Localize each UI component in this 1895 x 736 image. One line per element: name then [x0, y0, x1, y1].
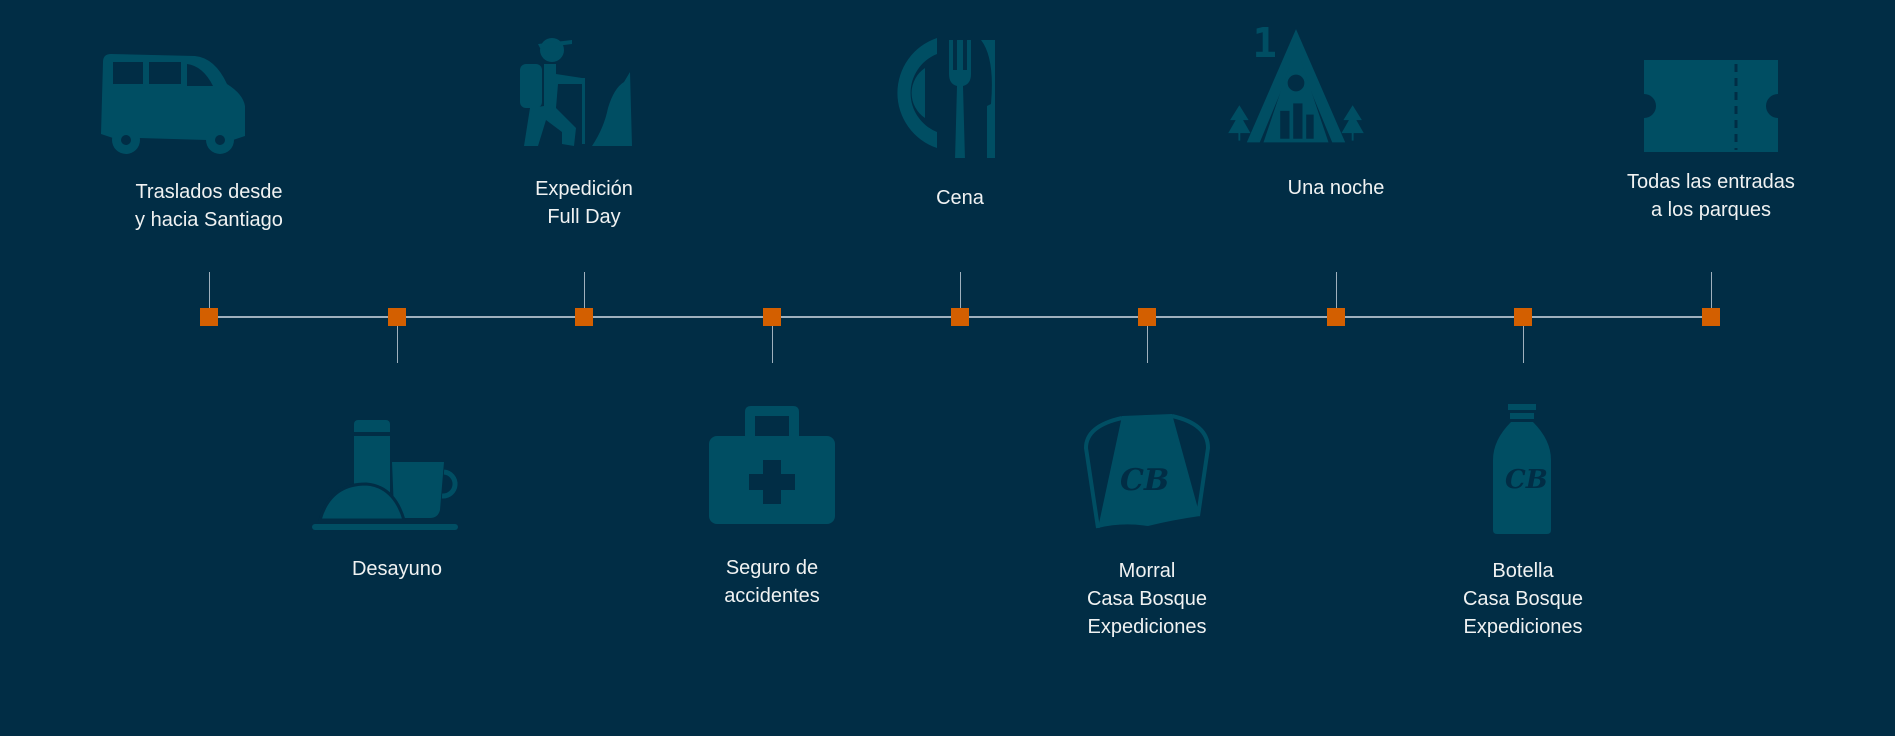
label-botella: Botella Casa Bosque Expediciones	[1462, 560, 1584, 638]
label-desayuno: Desayuno	[351, 558, 443, 580]
plate-cutlery-icon	[885, 28, 1035, 160]
timeline-marker	[951, 308, 969, 326]
timeline-marker	[1514, 308, 1532, 326]
hiker-icon	[496, 28, 646, 158]
tick	[1523, 318, 1524, 363]
logo-text: CB	[1505, 465, 1548, 495]
timeline-marker	[1327, 308, 1345, 326]
label-cena: Cena	[936, 187, 984, 209]
tick	[1711, 272, 1712, 317]
label-expedicion: Expedición Full Day	[535, 178, 633, 228]
van-icon	[95, 40, 245, 170]
label-traslados: Traslados desde y hacia Santiago	[135, 181, 283, 231]
tick	[1336, 272, 1337, 317]
timeline-marker	[200, 308, 218, 326]
drawstring-bag-icon: CB	[1072, 408, 1222, 538]
ticket-icon	[1636, 44, 1786, 174]
tick	[397, 318, 398, 363]
tick	[1147, 318, 1148, 363]
first-aid-kit-icon	[697, 400, 847, 530]
timeline-marker	[575, 308, 593, 326]
timeline-marker	[388, 308, 406, 326]
label-una-noche: Una noche	[1287, 177, 1385, 199]
label-seguro: Seguro de accidentes	[724, 557, 820, 607]
cabin-number: 1	[1252, 19, 1277, 67]
label-morral: Morral Casa Bosque Expediciones	[1086, 560, 1208, 638]
tick	[772, 318, 773, 363]
cabin-icon: 1	[1221, 18, 1371, 148]
timeline-marker	[1702, 308, 1720, 326]
label-entradas: Todas las entradas a los parques	[1627, 171, 1795, 221]
tick	[960, 272, 961, 317]
logo-text: CB	[1120, 463, 1169, 498]
timeline-marker	[1138, 308, 1156, 326]
bottle-icon: CB	[1447, 404, 1597, 534]
breakfast-icon	[310, 410, 460, 540]
tick	[209, 272, 210, 317]
tick	[584, 272, 585, 317]
timeline-marker	[763, 308, 781, 326]
